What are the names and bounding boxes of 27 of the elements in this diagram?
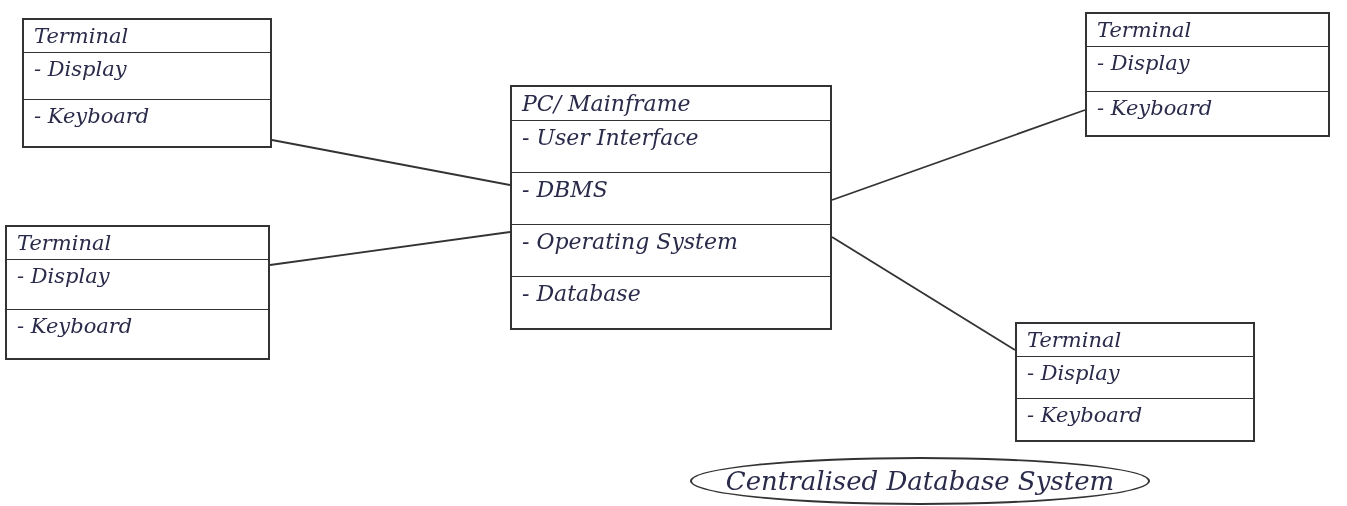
connector-line [831, 109, 1086, 201]
box-title: Terminal [1027, 328, 1122, 352]
attribute-text: - Keyboard [34, 104, 150, 128]
attribute-text: - Database [522, 281, 641, 306]
connector-line [271, 139, 511, 186]
box-title: Terminal [1097, 18, 1192, 42]
attribute-text: - Display [34, 57, 127, 81]
box-title: Terminal [34, 24, 129, 48]
box-title: Terminal [17, 231, 112, 255]
attribute-text: - Keyboard [1097, 95, 1213, 120]
class-box [1085, 12, 1330, 137]
box-title: PC/ Mainframe [522, 91, 691, 116]
class-box [1015, 322, 1255, 442]
class-box [22, 18, 272, 148]
connector-line [831, 236, 1016, 351]
attribute-text: - User Interface [522, 125, 699, 150]
attribute-text: - DBMS [522, 177, 608, 202]
connector-line [269, 231, 511, 266]
attribute-text: - Keyboard [1027, 403, 1143, 427]
class-box [5, 225, 270, 360]
attribute-text: - Display [17, 264, 110, 288]
attribute-text: - Display [1027, 361, 1120, 385]
attribute-text: - Display [1097, 51, 1190, 75]
class-box [510, 85, 832, 330]
attribute-text: - Keyboard [17, 313, 133, 338]
caption-text: Centralised Database System [725, 466, 1115, 496]
attribute-text: - Operating System [522, 229, 738, 254]
